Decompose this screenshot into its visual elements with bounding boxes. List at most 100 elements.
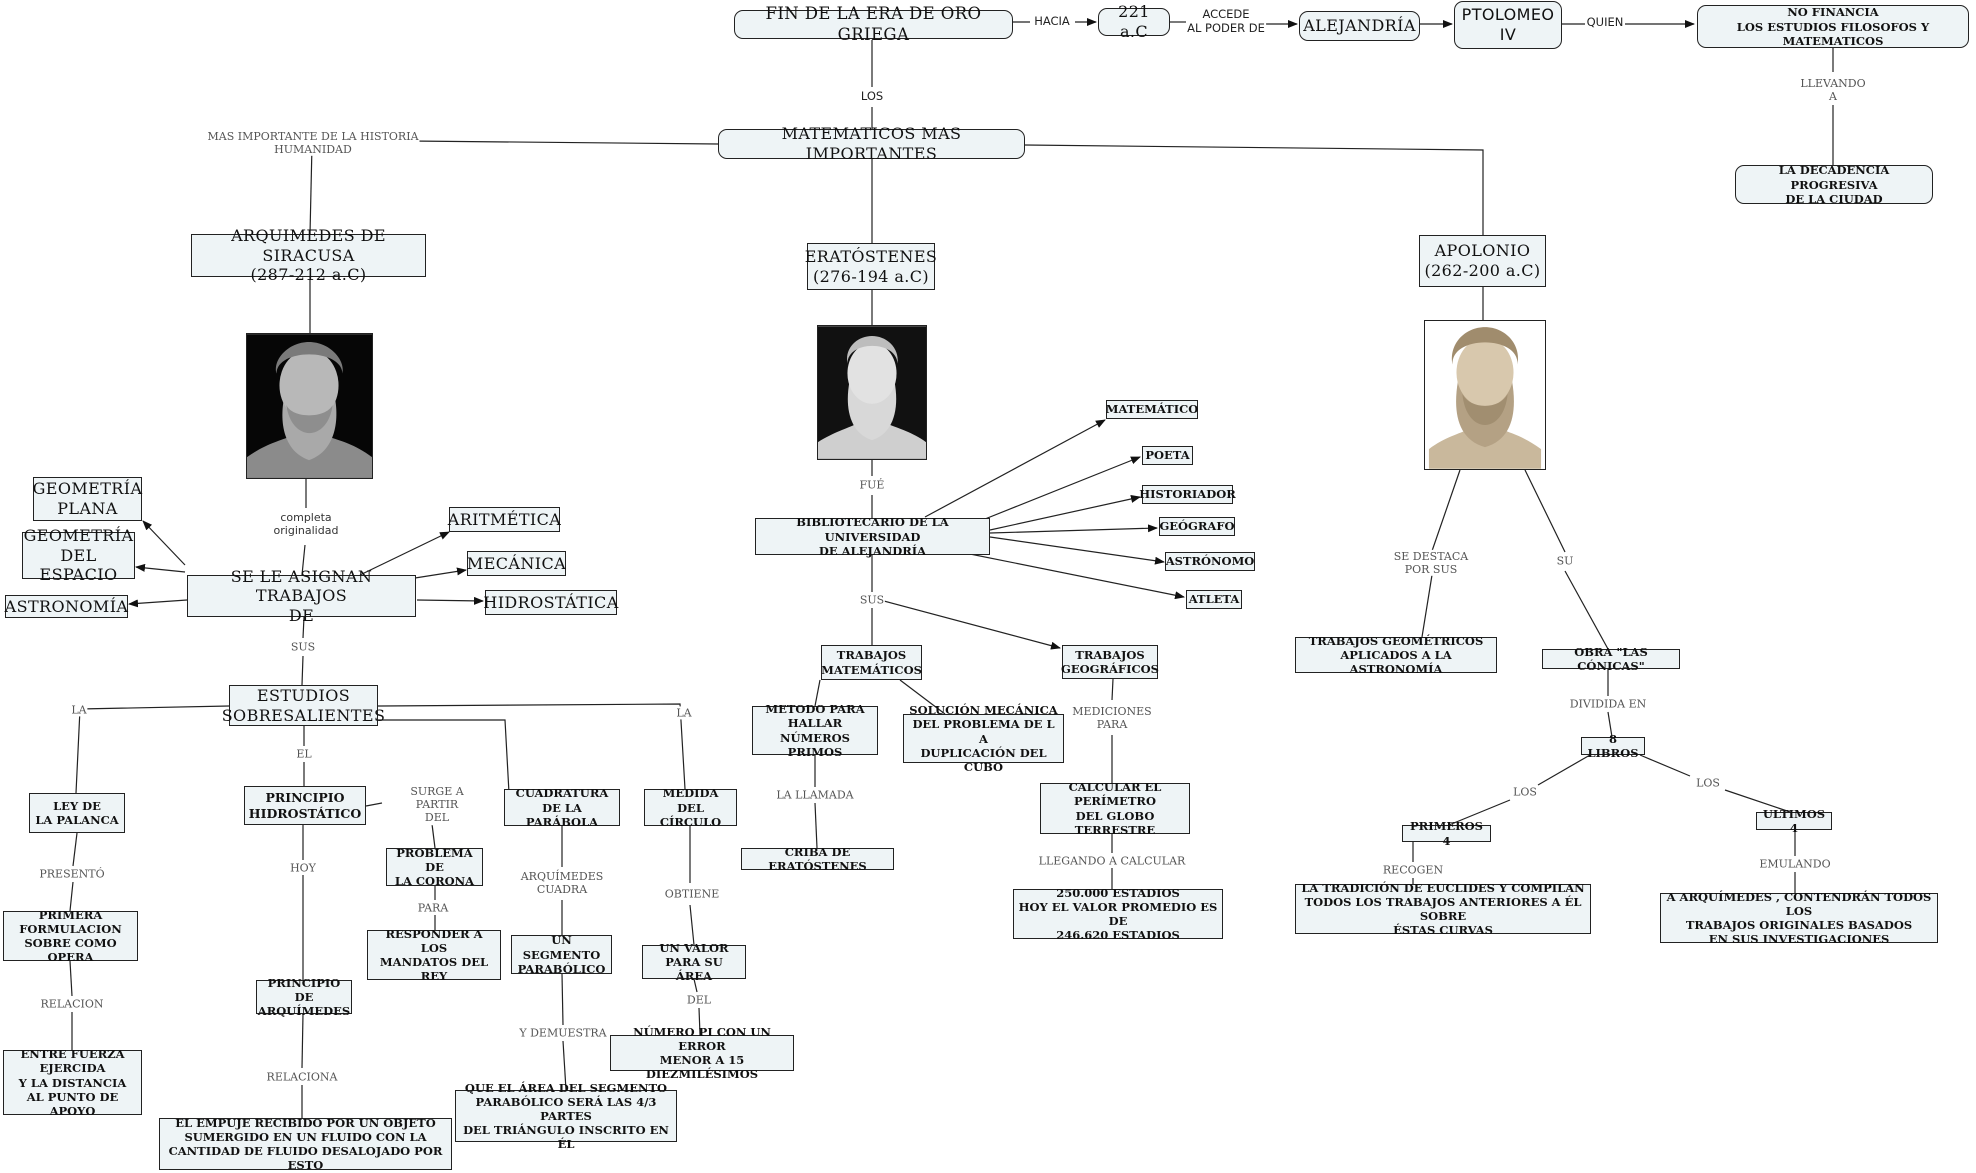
node-mecanica[interactable]: MECÁNICA — [467, 551, 566, 576]
node-criba[interactable]: CRIBA DE ERATÓSTENES — [741, 845, 894, 873]
label-el: EL — [295, 747, 313, 761]
node-problema-corona[interactable]: PROBLEMA DE LA CORONA — [386, 846, 483, 888]
label-hacia: HACIA — [1033, 14, 1071, 29]
node-hidrostatica[interactable]: HIDROSTÁTICA — [483, 590, 618, 615]
node-aritmetica[interactable]: ARITMÉTICA — [448, 507, 561, 532]
connector-line — [1111, 678, 1114, 701]
connector-line — [899, 679, 946, 715]
connector-line — [1639, 754, 1691, 777]
connector-line — [128, 599, 188, 608]
label-y-demuestra: Y DEMUESTRA — [518, 1026, 608, 1040]
node-principio-arquimedes[interactable]: PRINCIPIO DE ARQUÍMEDES — [256, 975, 352, 1019]
label-la-right: LA — [675, 706, 693, 720]
node-fin-era[interactable]: FIN DE LA ERA DE ORO GRIEGA — [734, 4, 1013, 44]
bust-portrait-icon — [247, 334, 372, 478]
node-geografo[interactable]: GEÓGRAFO — [1159, 517, 1235, 536]
node-year[interactable]: 221 a.C — [1098, 2, 1170, 41]
node-empuje[interactable]: EL EMPUJE RECIBIDO POR UN OBJETO SUMERGI… — [159, 1116, 452, 1172]
label-accede: ACCEDE AL PODER DE — [1186, 7, 1266, 36]
label-llevando: LLEVANDO A — [1799, 76, 1867, 104]
node-cuadratura[interactable]: CUADRATURA DE LA PARÁBOLA — [504, 786, 620, 829]
connector-line — [365, 802, 383, 807]
label-la-left: LA — [70, 703, 88, 717]
node-se-le-asignan[interactable]: SE LE ASIGNAN TRABAJOS DE — [187, 567, 416, 625]
connector-line — [964, 552, 1185, 600]
node-trabajos-geograficos[interactable]: TRABAJOS GEOGRÁFICOS — [1061, 645, 1159, 679]
label-para-arq: PARA — [416, 901, 450, 915]
node-matematico[interactable]: MATEMÁTICO — [1106, 400, 1198, 419]
node-primera-formulacion[interactable]: PRIMERA FORMULACION SOBRE COMO OPERA — [3, 908, 138, 964]
node-entre-fuerza[interactable]: ENTRE FUERZA EJERCIDA Y LA DISTANCIA AL … — [3, 1047, 142, 1118]
bust-portrait-icon — [1425, 321, 1545, 469]
node-decadencia[interactable]: LA DECADENCIA PROGRESIVA DE LA CIUDAD — [1735, 163, 1933, 206]
node-metodo-primos[interactable]: METODO PARA HALLAR NÚMEROS PRIMOS — [752, 702, 878, 759]
node-numero-pi[interactable]: NÚMERO PI CON UN ERROR MENOR A 15 DIEZMI… — [610, 1025, 794, 1081]
label-del: DEL — [685, 993, 713, 1007]
node-arquimedes[interactable]: ARQUIMEDES DE SIRACUSA (287-212 a.C) — [191, 226, 426, 284]
label-los-right: LOS — [1695, 776, 1721, 790]
label-completa: completa originalidad — [272, 510, 340, 538]
label-sus-arq: SUS — [289, 640, 317, 654]
connector-line — [72, 832, 78, 867]
node-apolonio[interactable]: APOLONIO (262-200 a.C) — [1419, 235, 1546, 287]
link-center-arquimedes-2 — [309, 144, 313, 235]
connector-line — [698, 1007, 701, 1036]
connector-line — [416, 596, 484, 605]
label-hoy: HOY — [289, 861, 317, 875]
node-alejandria[interactable]: ALEJANDRÍA — [1299, 11, 1420, 41]
node-solucion-cubo[interactable]: SOLUCIÓN MECÁNICA DEL PROBLEMA DE L A DU… — [903, 703, 1064, 774]
connector-line — [142, 520, 186, 566]
connector-line — [989, 495, 1141, 531]
node-medida-circulo[interactable]: MEDIDA DEL CÍRCULO — [644, 786, 737, 829]
label-llegando: LLEGANDO A CALCULAR — [1037, 854, 1187, 868]
node-ley-palanca[interactable]: LEY DE LA PALANCA — [29, 793, 125, 833]
node-calcular-perimetro[interactable]: CALCULAR EL PERÍMETRO DEL GLOBO TERRESTR… — [1040, 780, 1190, 837]
connector-line — [377, 703, 686, 790]
node-ptolomeo[interactable]: PTOLOMEO IV — [1454, 1, 1562, 49]
node-trabajos-matematicos[interactable]: TRABAJOS MATEMÁTICOS — [821, 645, 922, 680]
node-ultimos-4[interactable]: ULTIMOS 4 — [1756, 807, 1832, 835]
label-quien: QUIEN — [1585, 15, 1625, 30]
connector-line — [1537, 754, 1591, 786]
node-geometria-plana[interactable]: GEOMETRÍA PLANA — [33, 477, 142, 521]
label-emulando: EMULANDO — [1758, 857, 1832, 871]
connector-line — [689, 904, 695, 946]
node-tradicion[interactable]: LA TRADICIÓN DE EUCLIDES Y COMPILAN TODO… — [1295, 881, 1591, 937]
node-eratostenes[interactable]: ERATÓSTENES (276-194 a.C) — [805, 243, 937, 290]
node-obra-conicas[interactable]: OBRA "LAS CÓNICAS" — [1542, 645, 1680, 673]
connector-line — [1524, 469, 1566, 553]
node-area-segmento[interactable]: QUE EL ÁREA DEL SEGMENTO PARABÓLICO SERÁ… — [455, 1081, 677, 1151]
node-poeta[interactable]: POETA — [1142, 446, 1193, 465]
node-matematicos[interactable]: MATEMATICOS MAS IMPORTANTES — [718, 124, 1025, 163]
node-geometria-espacio[interactable]: GEOMETRÍA DEL ESPACIO — [22, 526, 135, 585]
node-valor-area[interactable]: UN VALOR PARA SU ÁREA — [642, 941, 746, 983]
node-a-arquimedes[interactable]: A ARQUÍMEDES , CONTENDRÁN TODOS LOS TRAB… — [1660, 890, 1938, 946]
connector-line — [135, 563, 186, 573]
label-se-destaca: SE DESTACA POR SUS — [1392, 549, 1470, 577]
node-atleta[interactable]: ATLETA — [1186, 590, 1242, 609]
node-astronomo[interactable]: ASTRÓNOMO — [1165, 552, 1255, 571]
connector-line — [1564, 570, 1609, 650]
label-su: SU — [1555, 554, 1575, 568]
connector-line — [1448, 799, 1511, 826]
label-obtiene: OBTIENE — [663, 887, 721, 901]
node-historiador[interactable]: HISTORIADOR — [1139, 485, 1236, 504]
label-mediciones: MEDICIONES PARA — [1071, 704, 1153, 732]
node-astronomia[interactable]: ASTRONOMÍA — [5, 595, 128, 618]
node-primeros-4[interactable]: PRIMEROS 4 — [1402, 819, 1491, 848]
node-no-financia[interactable]: NO FINANCIA LOS ESTUDIOS FILOSOFOS Y MAT… — [1697, 5, 1969, 48]
portrait-eratostenes — [817, 325, 927, 460]
connector-line — [989, 524, 1158, 534]
connector-line — [989, 536, 1165, 565]
node-trabajos-geometricos[interactable]: TRABAJOS GEOMÉTRICOS APLICADOS A LA ASTR… — [1295, 634, 1497, 676]
connector-line — [562, 1040, 567, 1091]
connector-line — [302, 616, 305, 639]
node-segmento[interactable]: UN SEGMENTO PARABÓLICO — [511, 933, 612, 976]
node-responder[interactable]: RESPONDER A LOS MANDATOS DEL REY — [367, 927, 501, 983]
node-principio-hidrostatico[interactable]: PRINCIPIO HIDROSTÁTICO — [244, 786, 366, 825]
connector-line — [301, 655, 304, 686]
node-bibliotecario[interactable]: BIBLIOTECARIO DE LA UNIVERSIDAD DE ALEJA… — [755, 515, 990, 558]
node-estudios[interactable]: ESTUDIOS SOBRESALIENTES — [221, 685, 386, 726]
node-estadios[interactable]: 250.000 ESTADIOS HOY EL VALOR PROMEDIO E… — [1013, 886, 1223, 942]
node-8-libros[interactable]: 8 LIBROS — [1581, 732, 1645, 760]
